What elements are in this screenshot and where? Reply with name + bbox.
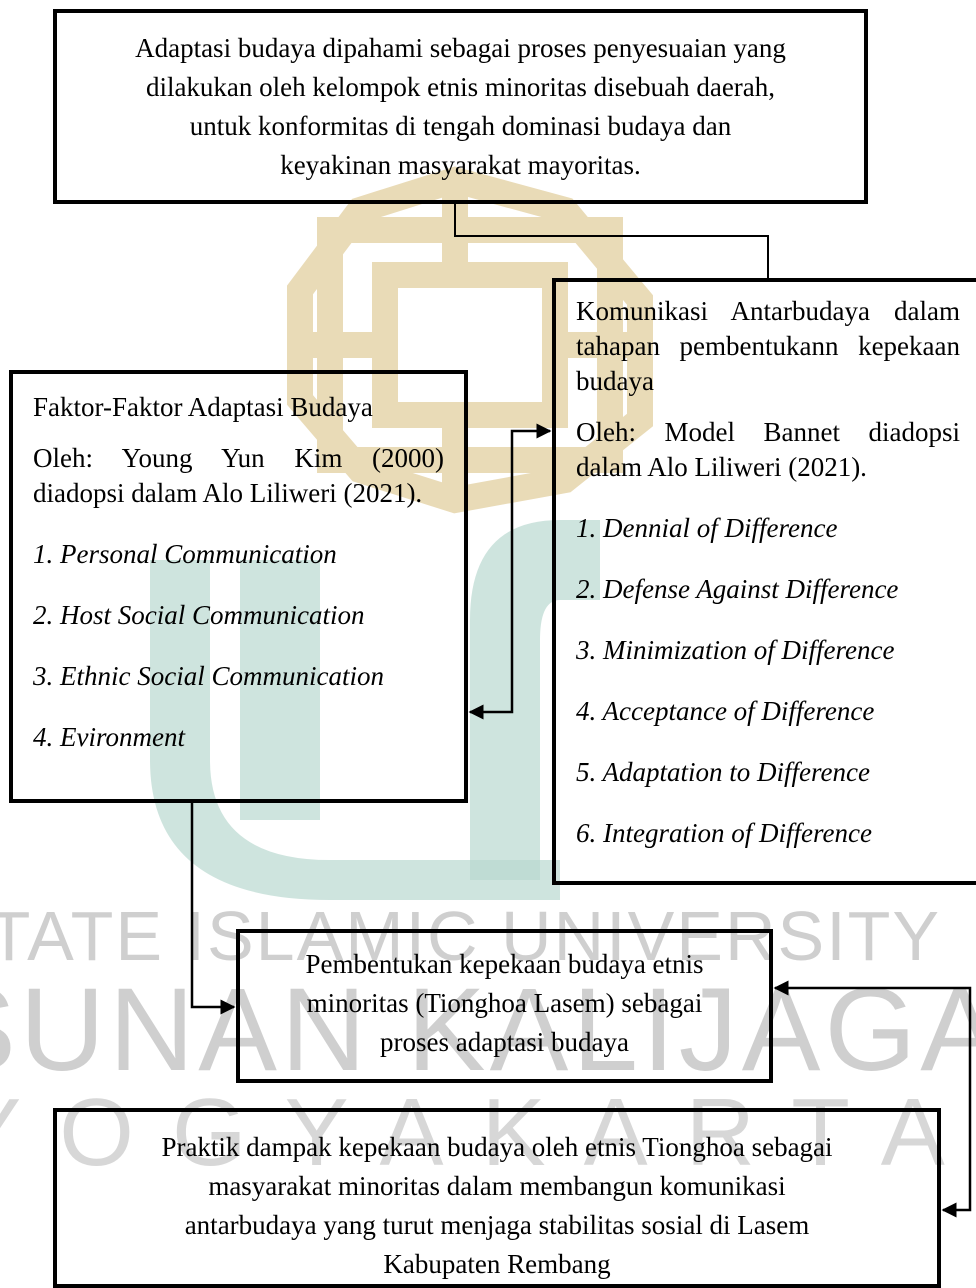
top-box-line: dilakukan oleh kelompok etnis minoritas … bbox=[145, 72, 776, 102]
right-box-title: Komunikasi Antarbudaya dalam tahapan pem… bbox=[576, 296, 960, 396]
right-box-item: 6. Integration of Difference bbox=[576, 818, 872, 848]
right-box-item: 4. Acceptance of Difference bbox=[576, 696, 875, 726]
left-box-source: Oleh: Young Yun Kim (2000) diadopsi dala… bbox=[33, 443, 444, 508]
left-box-item: 1. Personal Communication bbox=[33, 539, 337, 569]
middle-box-line: minoritas (Tionghoa Lasem) sebagai bbox=[306, 988, 703, 1018]
middle-box-line: Pembentukan kepekaan budaya etnis bbox=[305, 949, 704, 979]
right-box-komunikasi-antarbudaya: Komunikasi Antarbudaya dalam tahapan pem… bbox=[552, 278, 976, 885]
middle-box-pembentukan-kepekaan: Pembentukan kepekaan budaya etnis minori… bbox=[236, 929, 773, 1083]
right-box-item: 2. Defense Against Difference bbox=[576, 574, 899, 604]
bottom-box-line: Praktik dampak kepekaan budaya oleh etni… bbox=[161, 1132, 833, 1162]
right-box-item: 3. Minimization of Difference bbox=[576, 635, 895, 665]
bottom-box-line: masyarakat minoritas dalam membangun kom… bbox=[208, 1171, 786, 1201]
bottom-box-line: Kabupaten Rembang bbox=[383, 1249, 611, 1279]
watermark-line-1: STATE ISLAMIC UNIVERSITY bbox=[0, 897, 941, 975]
top-box-line: Adaptasi budaya dipahami sebagai proses … bbox=[135, 33, 786, 63]
bottom-box-line: antarbudaya yang turut menjaga stabilita… bbox=[184, 1210, 810, 1240]
left-box-title: Faktor-Faktor Adaptasi Budaya bbox=[33, 392, 373, 422]
middle-box-line: proses adaptasi budaya bbox=[380, 1027, 629, 1057]
left-box-item: 4. Evironment bbox=[33, 722, 185, 752]
left-box-faktor-adaptasi: Faktor-Faktor Adaptasi Budaya Oleh: Youn… bbox=[9, 370, 468, 803]
left-box-item: 3. Ethnic Social Communication bbox=[33, 661, 384, 691]
right-box-item: 5. Adaptation to Difference bbox=[576, 757, 870, 787]
top-box-line: untuk konformitas di tengah dominasi bud… bbox=[189, 111, 732, 141]
right-box-source: Oleh: Model Bannet diadopsi dalam Alo Li… bbox=[576, 417, 960, 482]
top-box-line: keyakinan masyarakat mayoritas. bbox=[280, 150, 641, 180]
bottom-box-praktik-dampak: Praktik dampak kepekaan budaya oleh etni… bbox=[53, 1108, 941, 1288]
left-box-item: 2. Host Social Communication bbox=[33, 600, 365, 630]
top-box-adaptasi-budaya: Adaptasi budaya dipahami sebagai proses … bbox=[53, 9, 868, 204]
green-u-shape-icon bbox=[150, 560, 560, 900]
right-box-item: 1. Dennial of Difference bbox=[576, 513, 838, 543]
